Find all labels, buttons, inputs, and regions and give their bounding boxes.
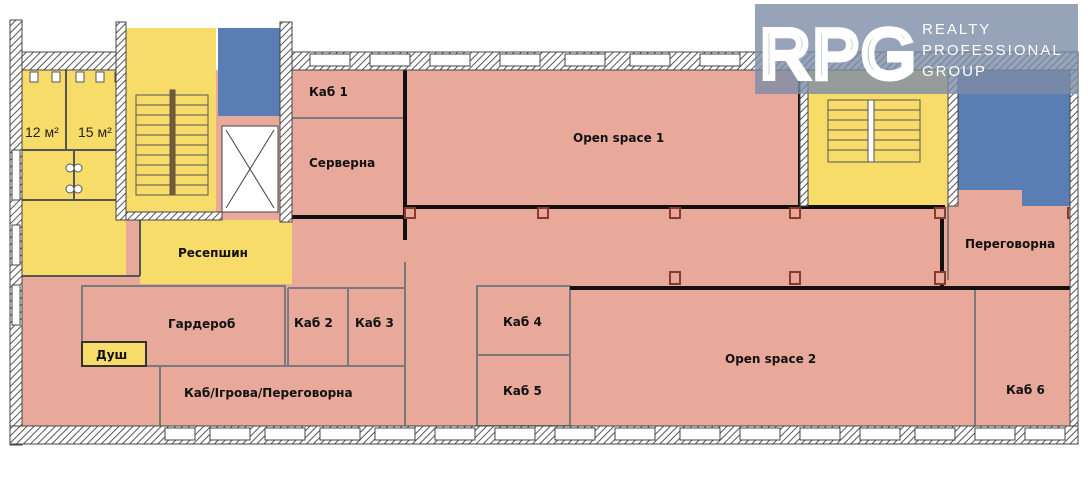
logo-mark: RPG: [760, 15, 918, 93]
stairs-left: [135, 89, 209, 196]
windows: [11, 53, 1066, 441]
wc1-area-label: 12 м²: [25, 124, 59, 140]
cab1-label: Каб 1: [309, 85, 348, 99]
reception-area: [140, 220, 292, 284]
logo-line1: REALTY: [922, 21, 991, 38]
partitions: [81, 117, 976, 427]
wc2-area-label: 15 м²: [78, 124, 112, 140]
rpg-logo: RPG REALTY PROFESSIONAL GROUP: [755, 4, 1078, 96]
elevator-cross: [225, 129, 275, 209]
server-room-label: Серверна: [309, 156, 375, 170]
toilet-icons: [29, 71, 124, 194]
cab6-label: Каб 6: [1006, 383, 1045, 397]
shower-room: [81, 341, 147, 367]
shower-label: Душ: [96, 348, 127, 362]
columns: [404, 207, 1077, 285]
meeting-room-label: Переговорна: [965, 237, 1055, 251]
stairs-right: [827, 99, 921, 163]
wardrobe-label: Гардероб: [168, 317, 235, 331]
wc-partitions: [22, 70, 141, 277]
technical-room-blue: [958, 70, 1072, 206]
cab-play-meeting-label: Каб/Ігрова/Переговорна: [184, 386, 353, 400]
reception-label: Ресепшин: [178, 246, 248, 260]
cab3-label: Каб 3: [355, 316, 394, 330]
elevator-hall-blue: [218, 28, 280, 116]
open-space-2-label: Open space 2: [725, 352, 816, 366]
cab5-label: Каб 5: [503, 384, 542, 398]
logo-line2: PROFESSIONAL: [922, 42, 1063, 59]
open-space-1-label: Open space 1: [573, 131, 664, 145]
logo-line3: GROUP: [922, 63, 987, 80]
cab4-label: Каб 4: [503, 315, 542, 329]
cab2-label: Каб 2: [294, 316, 333, 330]
